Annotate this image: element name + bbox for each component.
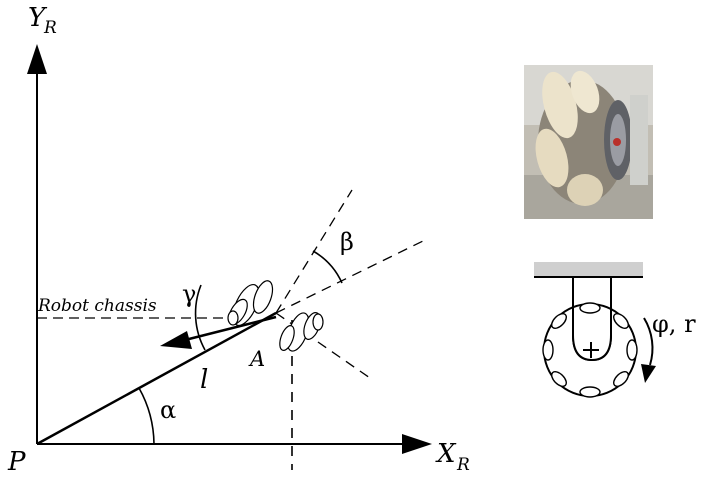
mount-plate	[534, 262, 643, 276]
wheel-params-label: φ, r	[652, 310, 696, 338]
wheel-axis-arrowhead	[160, 331, 192, 349]
y-axis-label: Y	[28, 3, 48, 33]
x-axis-label: X	[435, 439, 457, 469]
x-axis-subscript: R	[456, 455, 470, 475]
wheel-sketch-at-a	[227, 280, 324, 352]
y-axis-subscript: R	[43, 18, 57, 38]
origin-label: P	[7, 447, 26, 477]
y-axis	[27, 44, 47, 444]
wheel-rollers	[542, 302, 638, 398]
wheel-schematic	[534, 262, 656, 398]
length-label: l	[200, 365, 208, 395]
x-axis-arrowhead	[402, 434, 432, 454]
gamma-arc	[194, 284, 206, 351]
gamma-label: γ	[182, 280, 196, 308]
dashed-ray-2	[275, 239, 426, 314]
alpha-arc	[138, 387, 155, 445]
beta-arc	[312, 250, 343, 284]
mecanum-wheel-photo	[524, 65, 653, 219]
alpha-label: α	[160, 396, 176, 424]
beta-label: β	[340, 228, 354, 256]
chassis-label: Robot chassis	[37, 296, 157, 316]
x-axis	[37, 434, 432, 454]
rotation-arrowhead	[641, 364, 656, 383]
wheel-axis-line	[184, 315, 277, 342]
rotation-arc	[643, 317, 654, 366]
y-axis-arrowhead	[27, 44, 47, 74]
length-line-l	[36, 311, 277, 446]
point-a-label: A	[248, 347, 265, 371]
